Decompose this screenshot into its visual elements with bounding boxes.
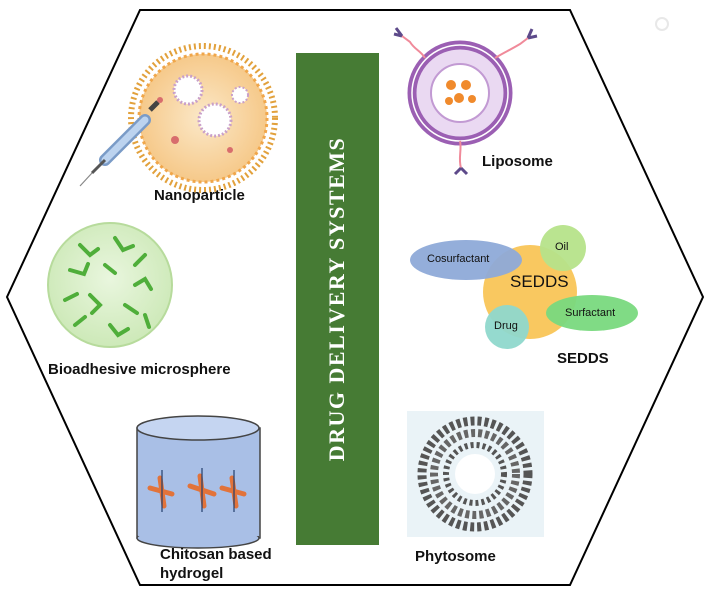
drug-label: Drug [494, 320, 518, 332]
banner-title: DRUG DELIVERY SYSTEMS [324, 136, 349, 462]
phytosome-label: Phytosome [415, 548, 496, 565]
chitosan-label-line1: Chitosan based [160, 546, 272, 563]
liposome-illustration [393, 27, 538, 176]
surfactant-label: Surfactant [565, 307, 616, 319]
phytosome-illustration [407, 411, 544, 537]
oil-label: Oil [555, 241, 569, 253]
bioadhesive-label: Bioadhesive microsphere [48, 361, 231, 378]
corner-mark [655, 17, 669, 31]
nanoparticle-illustration [79, 43, 278, 193]
title-banner: DRUG DELIVERY SYSTEMS [296, 53, 379, 545]
liposome-label: Liposome [482, 153, 553, 170]
sedds-illustration [410, 225, 638, 349]
hexagon-frame [5, 9, 705, 586]
nanoparticle-label: Nanoparticle [154, 187, 245, 204]
microsphere-illustration [47, 222, 173, 348]
chitosan-label-line2: hydrogel [160, 565, 224, 582]
cosurfactant-label: Cosurfactant [427, 253, 490, 265]
hydrogel-illustration [136, 415, 261, 549]
sedds-caption: SEDDS [557, 350, 609, 367]
sedds-center-label: SEDDS [510, 272, 569, 291]
